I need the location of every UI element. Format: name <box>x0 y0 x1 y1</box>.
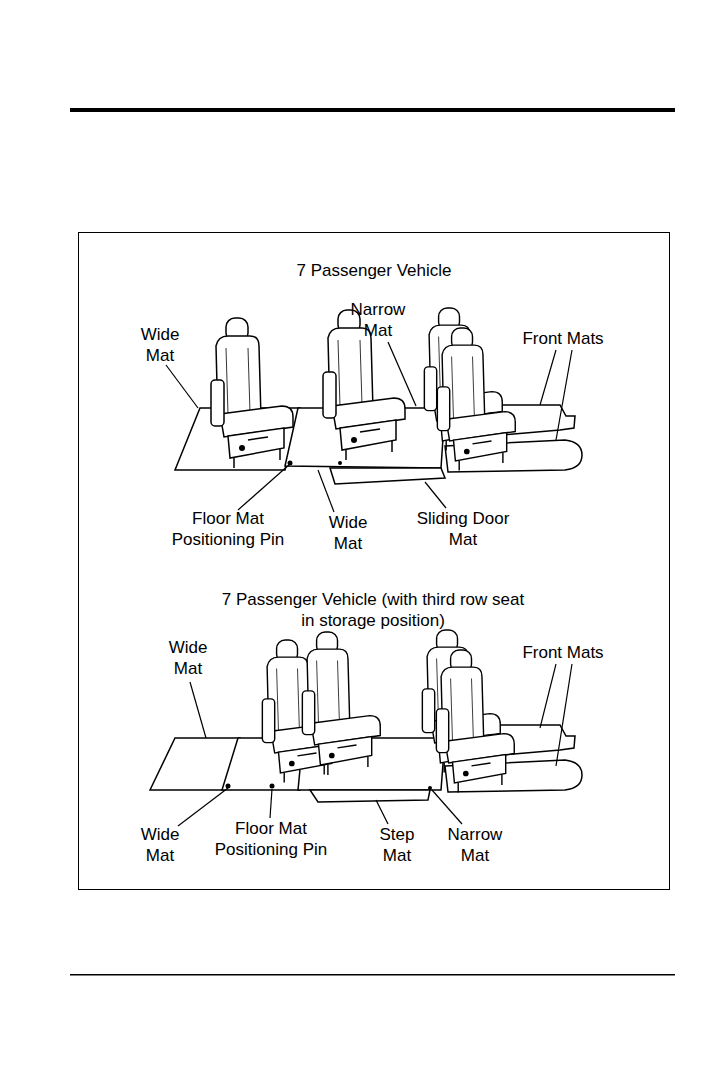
part-label: Front Mats <box>498 642 628 663</box>
part-label: Wide Mat <box>318 512 378 554</box>
part-label: Step Mat <box>370 824 425 866</box>
part-label: Floor Mat Positioning Pin <box>158 508 298 550</box>
part-label: Wide Mat <box>130 824 190 866</box>
part-label: Wide Mat <box>158 637 218 679</box>
part-label: Sliding Door Mat <box>406 508 521 550</box>
part-label: Floor Mat Positioning Pin <box>201 818 341 860</box>
figure-heading: 7 Passenger Vehicle <box>214 260 534 281</box>
figure-heading: 7 Passenger Vehicle (with third row seat… <box>218 589 528 631</box>
part-label: Front Mats <box>498 328 628 349</box>
part-label: Narrow Mat <box>440 824 510 866</box>
part-label: Narrow Mat <box>343 299 413 341</box>
part-label: Wide Mat <box>130 324 190 366</box>
